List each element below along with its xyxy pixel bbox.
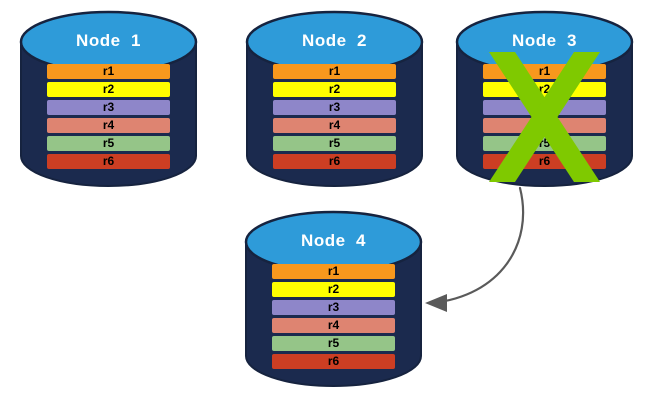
row-label-r5: r5: [538, 136, 551, 150]
row-label-r1: r1: [327, 264, 340, 278]
row-label-r4: r4: [102, 118, 115, 132]
row-bar-r3[interactable]: r3: [47, 100, 170, 115]
row-label-r2: r2: [328, 82, 341, 96]
row-bar-r3[interactable]: r3: [272, 300, 395, 315]
row-bar-r6[interactable]: r6: [483, 154, 606, 169]
cylinder-top-ellipse: [455, 10, 634, 74]
row-label-r2: r2: [538, 82, 551, 96]
row-bar-r5[interactable]: r5: [273, 136, 396, 151]
row-bar-r1[interactable]: r1: [272, 264, 395, 279]
node-4-row-list: r1 r2 r3 r4 r5 r6: [245, 264, 422, 372]
row-label-r1: r1: [328, 64, 341, 78]
row-label-r3: r3: [538, 100, 551, 114]
row-bar-r2[interactable]: r2: [47, 82, 170, 97]
row-bar-r5[interactable]: r5: [47, 136, 170, 151]
arrow-curve: [430, 186, 525, 305]
row-bar-r4[interactable]: r4: [273, 118, 396, 133]
row-bar-r1[interactable]: r1: [47, 64, 170, 79]
node-2-row-list: r1 r2 r3 r4 r5 r6: [246, 64, 423, 172]
row-label-r4: r4: [538, 118, 551, 132]
node-1-row-list: r1 r2 r3 r4 r5 r6: [20, 64, 197, 172]
row-bar-r6[interactable]: r6: [47, 154, 170, 169]
row-label-r4: r4: [328, 118, 341, 132]
row-bar-r5[interactable]: r5: [483, 136, 606, 151]
row-bar-r5[interactable]: r5: [272, 336, 395, 351]
row-bar-r4[interactable]: r4: [272, 318, 395, 333]
row-bar-r1[interactable]: r1: [483, 64, 606, 79]
row-label-r3: r3: [327, 300, 340, 314]
row-bar-r4[interactable]: r4: [47, 118, 170, 133]
row-label-r4: r4: [327, 318, 340, 332]
arrow-head-icon: [425, 294, 447, 312]
row-bar-r2[interactable]: r2: [483, 82, 606, 97]
node-3-row-list: r1 r2 r3 r4 r5 r6: [456, 64, 633, 172]
row-label-r6: r6: [538, 154, 551, 168]
row-label-r5: r5: [102, 136, 115, 150]
row-bar-r4[interactable]: r4: [483, 118, 606, 133]
row-bar-r3[interactable]: r3: [273, 100, 396, 115]
row-label-r2: r2: [102, 82, 115, 96]
row-bar-r2[interactable]: r2: [273, 82, 396, 97]
cylinder-top-ellipse: [245, 10, 424, 74]
row-label-r1: r1: [102, 64, 115, 78]
row-label-r5: r5: [328, 136, 341, 150]
row-bar-r3[interactable]: r3: [483, 100, 606, 115]
cylinder-top-ellipse: [244, 210, 423, 274]
row-label-r3: r3: [328, 100, 341, 114]
row-bar-r2[interactable]: r2: [272, 282, 395, 297]
row-label-r6: r6: [328, 154, 341, 168]
row-label-r2: r2: [327, 282, 340, 296]
row-label-r5: r5: [327, 336, 340, 350]
row-label-r3: r3: [102, 100, 115, 114]
row-label-r1: r1: [538, 64, 551, 78]
row-bar-r1[interactable]: r1: [273, 64, 396, 79]
row-bar-r6[interactable]: r6: [273, 154, 396, 169]
cylinder-top-ellipse: [19, 10, 198, 74]
row-label-r6: r6: [102, 154, 115, 168]
row-bar-r6[interactable]: r6: [272, 354, 395, 369]
row-label-r6: r6: [327, 354, 340, 368]
